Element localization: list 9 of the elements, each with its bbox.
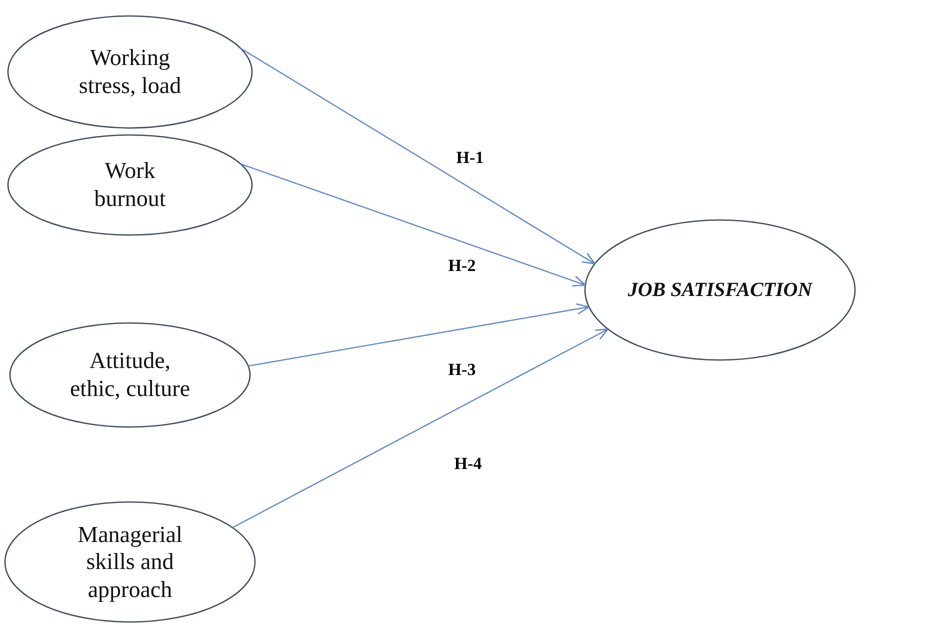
arrow bbox=[232, 328, 609, 528]
node-label: Work burnout bbox=[93, 157, 167, 213]
node-label: Managerial skills and approach bbox=[76, 520, 184, 604]
arrow bbox=[240, 48, 596, 264]
arrow bbox=[240, 163, 586, 286]
node-label: Attitude, ethic, culture bbox=[68, 347, 192, 403]
node-label: JOB SATISFACTION bbox=[628, 278, 812, 302]
node-label: Working stress, load bbox=[78, 44, 182, 100]
arrow bbox=[248, 303, 590, 367]
